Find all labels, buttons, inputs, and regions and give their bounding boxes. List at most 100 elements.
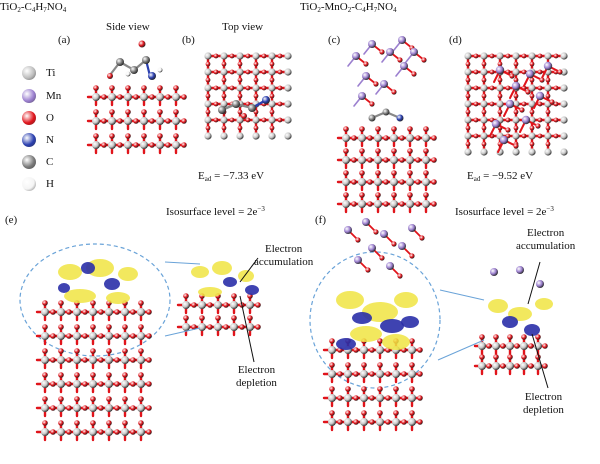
topgrid-d-ti-atom bbox=[528, 148, 536, 156]
slab-f-zoom-o-atom bbox=[493, 334, 499, 340]
topgrid-b-ti-atom bbox=[204, 52, 212, 60]
slab-e-o-atom bbox=[58, 396, 64, 402]
molecule-b-c-atom bbox=[232, 100, 240, 108]
topgrid-d-o-atom bbox=[489, 85, 495, 91]
topgrid-d-ti-atom bbox=[512, 116, 520, 124]
slab-e-o-atom bbox=[114, 429, 120, 435]
slab-e-o-atom bbox=[122, 348, 128, 354]
slab-f-o-atom bbox=[393, 386, 399, 392]
mno2-f-o-atom bbox=[391, 241, 397, 247]
slab-e-ti-atom bbox=[41, 332, 49, 340]
slab-e-o-atom bbox=[50, 333, 56, 339]
slab-f-o-atom bbox=[401, 371, 407, 377]
mno2-c-o-atom bbox=[391, 89, 397, 95]
slab-c-o-atom bbox=[375, 192, 381, 198]
slab-f-zoom-o-atom bbox=[521, 334, 527, 340]
slab-f-ti-atom bbox=[360, 394, 368, 402]
slab-f-o-atom bbox=[361, 386, 367, 392]
topgrid-d-ti-atom bbox=[480, 116, 488, 124]
slab-a-o-atom bbox=[141, 109, 147, 115]
topgrid-d-ti-atom bbox=[480, 68, 488, 76]
topgrid-d-ti-atom bbox=[496, 84, 504, 92]
slab-f-zoom-o-atom bbox=[507, 334, 513, 340]
topgrid-b-o-atom bbox=[269, 93, 275, 99]
topgrid-b-ti-atom bbox=[268, 100, 276, 108]
topgrid-b-o-atom bbox=[205, 125, 211, 131]
slab-a-o-atom bbox=[125, 133, 131, 139]
slab-f-o-atom bbox=[377, 338, 383, 344]
topgrid-d-o-atom bbox=[521, 101, 527, 107]
topgrid-d-o-atom bbox=[545, 141, 551, 147]
topgrid-b-o-atom bbox=[237, 77, 243, 83]
slab-c-o-atom bbox=[407, 126, 413, 132]
link-line-f bbox=[437, 339, 485, 361]
topgrid-b-ti-atom bbox=[204, 116, 212, 124]
slab-f-o-atom bbox=[393, 362, 399, 368]
topgrid-b-o-atom bbox=[253, 125, 259, 131]
slab-c-ti-atom bbox=[374, 134, 382, 142]
isosurface-label-right: Isosurface level = 2e−3 bbox=[455, 205, 554, 218]
slab-e-o-atom bbox=[122, 324, 128, 330]
mno2-f-mn-atom bbox=[362, 218, 370, 226]
slab-e-zoom-o-atom bbox=[215, 315, 221, 321]
slab-e-o-atom bbox=[74, 372, 80, 378]
slab-f-o-atom bbox=[353, 371, 359, 377]
slab-e-ti-atom bbox=[121, 428, 129, 436]
slab-e-ti-atom bbox=[137, 356, 145, 364]
slab-e-ti-atom bbox=[57, 332, 65, 340]
topgrid-d-ti-atom bbox=[544, 148, 552, 156]
topgrid-d-o-atom bbox=[489, 53, 495, 59]
slab-e-ti-atom bbox=[137, 428, 145, 436]
slab-e-o-atom bbox=[106, 420, 112, 426]
slab-a-ti-atom bbox=[140, 141, 148, 149]
slab-e-zoom-ti-atom bbox=[182, 323, 190, 331]
topgrid-d-o-atom bbox=[465, 93, 471, 99]
legend-swatch-n bbox=[22, 133, 36, 147]
accumulation-blob-e bbox=[86, 259, 114, 277]
accumulation-blob-e-zoom bbox=[198, 287, 222, 297]
slab-f-ti-atom bbox=[344, 370, 352, 378]
mno2-c-o-atom bbox=[373, 81, 379, 87]
slab-e-o-atom bbox=[90, 420, 96, 426]
slab-f-o-atom bbox=[369, 419, 375, 425]
slab-e-o-atom bbox=[90, 324, 96, 330]
mno2-f-o-atom bbox=[397, 273, 403, 279]
topgrid-b-ti-atom bbox=[236, 116, 244, 124]
topgrid-d-o-atom bbox=[513, 77, 519, 83]
mno2-d-mn-atom bbox=[543, 61, 553, 71]
accumulation-blob-f-zoom bbox=[488, 299, 508, 313]
topgrid-b-o-atom bbox=[253, 77, 259, 83]
topgrid-d-o-atom bbox=[473, 69, 479, 75]
slab-c-ti-atom bbox=[422, 200, 430, 208]
topgrid-b-o-atom bbox=[213, 101, 219, 107]
molecule-b-c-atom bbox=[218, 106, 226, 114]
mno2-c-mn-atom bbox=[386, 48, 394, 56]
slab-f-o-atom bbox=[409, 338, 415, 344]
slab-e-ti-atom bbox=[105, 308, 113, 316]
slab-c-o-atom bbox=[415, 201, 421, 207]
slab-c-o-atom bbox=[415, 157, 421, 163]
mno2-d-o-atom bbox=[509, 73, 515, 79]
topgrid-d-ti-atom bbox=[512, 148, 520, 156]
slab-e-o-atom bbox=[82, 309, 88, 315]
mno2-d-mn-atom bbox=[535, 91, 545, 101]
slab-f-o-atom bbox=[401, 419, 407, 425]
slab-f-o-atom bbox=[369, 347, 375, 353]
slab-e-zoom-o-atom bbox=[191, 324, 197, 330]
slab-e-o-atom bbox=[66, 405, 72, 411]
title-right: TiO2-MnO2-C4H7NO4 bbox=[300, 1, 397, 14]
molecule-c-n-atom bbox=[396, 114, 404, 122]
mno2-f-zoom-mn-atom bbox=[490, 268, 498, 276]
slab-c-o-atom bbox=[343, 148, 349, 154]
topgrid-d-o-atom bbox=[529, 109, 535, 115]
topgrid-d-ti-atom bbox=[560, 132, 568, 140]
topgrid-b-ti-atom bbox=[268, 68, 276, 76]
slab-f-o-atom bbox=[329, 362, 335, 368]
slab-e-o-atom bbox=[130, 309, 136, 315]
slab-e-o-atom bbox=[74, 348, 80, 354]
slab-f-ti-atom bbox=[408, 370, 416, 378]
topgrid-b-ti-atom bbox=[220, 52, 228, 60]
topgrid-d-o-atom bbox=[529, 93, 535, 99]
